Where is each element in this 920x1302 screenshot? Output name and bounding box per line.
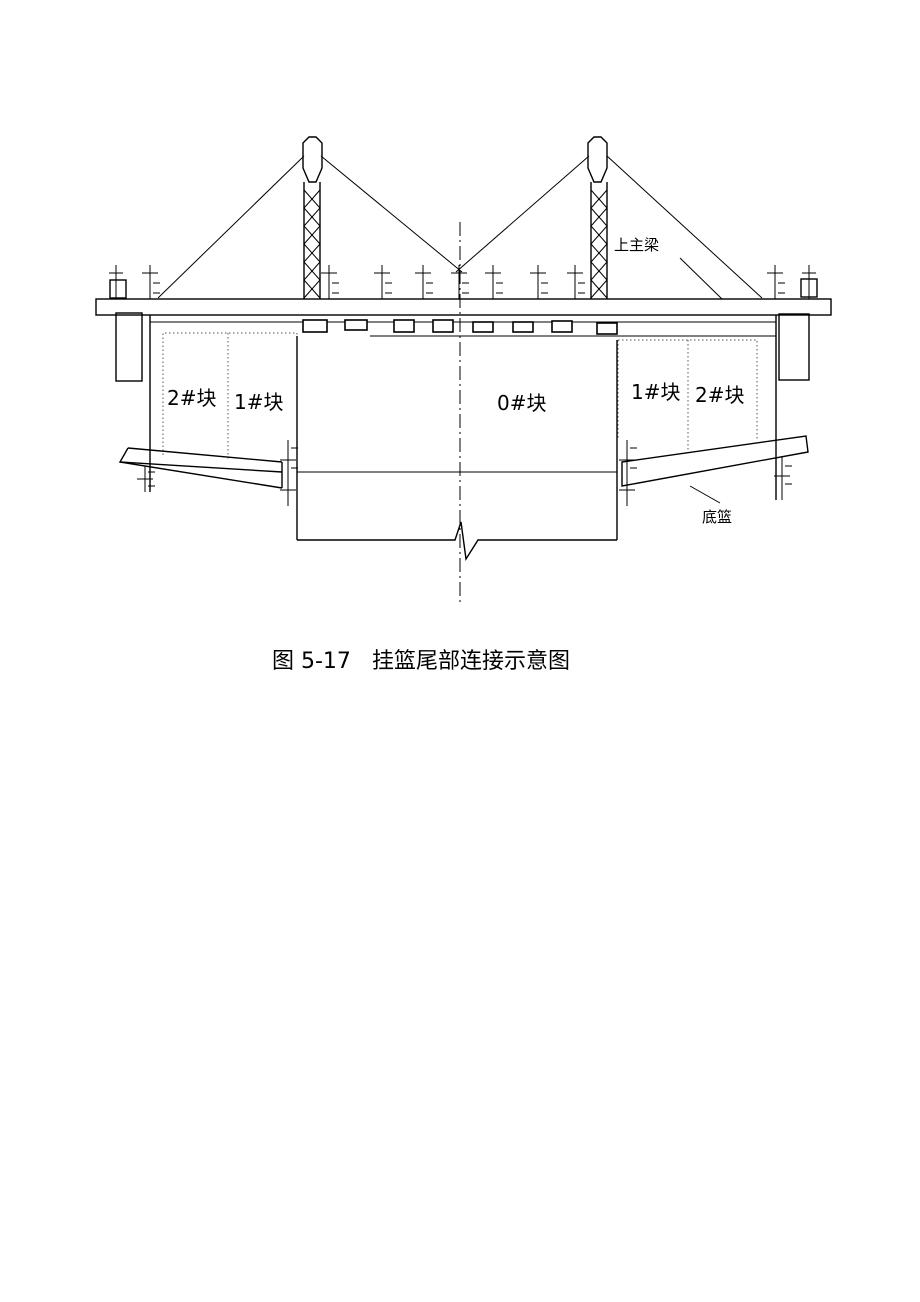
upper-beam-leader (679, 257, 723, 300)
basket-leader (689, 485, 721, 504)
stay-cables (157, 155, 763, 299)
beam-blocks (302, 319, 618, 335)
left-tower (302, 136, 323, 299)
block-0-segment (296, 336, 618, 562)
figure-title: 挂篮尾部连接示意图 (372, 649, 570, 674)
hangers (149, 315, 777, 500)
block-0-label: 0#块 (497, 391, 546, 415)
block-1-right-label: 1#块 (631, 380, 680, 404)
right-tower (587, 136, 608, 299)
end-anchors (109, 278, 818, 382)
basket-clamps (137, 440, 792, 506)
beam-clamps (109, 265, 816, 299)
figure-number: 图 5-17 (272, 649, 351, 674)
block-1-left-label: 1#块 (234, 390, 283, 414)
bottom-basket-label: 底篮 (702, 508, 732, 526)
upper-main-beam (95, 298, 832, 337)
bottom-basket (118, 435, 809, 489)
upper-main-beam-label: 上主梁 (614, 236, 659, 254)
block-2-left-label: 2#块 (167, 386, 216, 410)
block-2-right-label: 2#块 (695, 383, 744, 407)
